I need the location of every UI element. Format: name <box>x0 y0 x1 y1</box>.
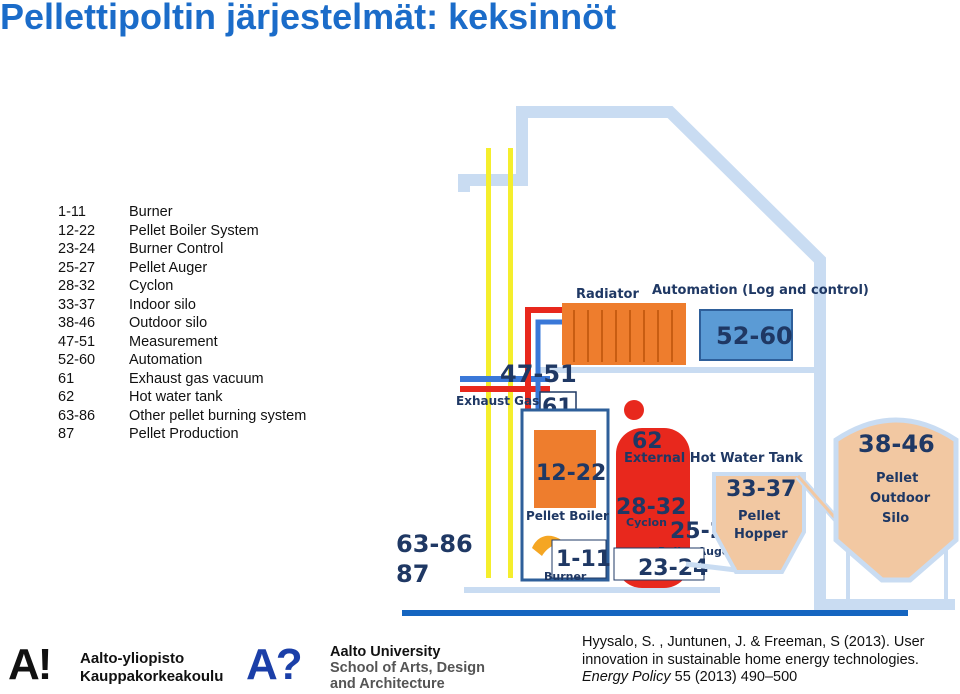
legend-row: 47-51 Measurement <box>58 333 388 352</box>
legend-label: Exhaust gas vacuum <box>129 370 264 387</box>
legend-code: 61 <box>58 370 75 387</box>
legend-row: 62 Hot water tank <box>58 388 388 407</box>
logo-line-2: Kauppakorkeakoulu <box>80 668 224 685</box>
logo-line-3: and Architecture <box>330 676 445 692</box>
pellet-hopper <box>712 472 806 574</box>
legend-code: 87 <box>58 426 75 442</box>
outdoor-silo <box>833 417 959 583</box>
legend-code: 12-22 <box>58 222 96 239</box>
logo-line-1: Aalto University <box>330 644 441 660</box>
hopper-label-1: Pellet <box>738 509 780 524</box>
legend-code: 47-51 <box>58 333 96 350</box>
legend-code: 62 <box>58 389 75 405</box>
footer-divider <box>402 610 908 616</box>
legend-row: 87 Pellet Production <box>58 425 388 444</box>
burner-label: Burner <box>544 570 587 583</box>
legend-row: 25-27 Pellet Auger <box>58 259 388 278</box>
logo-mark-q: A? <box>246 640 303 689</box>
cyclon-code: 28-32 <box>616 495 686 520</box>
citation-line-1: Hyysalo, S. , Juntunen, J. & Freeman, S … <box>582 634 925 650</box>
legend-label: Pellet Auger <box>129 259 208 276</box>
radiator <box>562 303 686 365</box>
logo-line-2: School of Arts, Design <box>330 660 485 676</box>
legend-label: Automation <box>129 352 203 368</box>
exhaust-pipe <box>460 386 550 392</box>
other-systems-code: 63-86 <box>396 530 473 558</box>
legend-label: Cyclon <box>129 278 174 294</box>
cyclon-label: Cyclon <box>626 516 667 529</box>
legend-row: 38-46 Outdoor silo <box>58 314 388 333</box>
logo-mark-a: A! <box>8 640 52 689</box>
legend-row: 33-37 Indoor silo <box>58 296 388 315</box>
pellet-boiler <box>534 430 596 508</box>
legend-label: Hot water tank <box>129 389 223 405</box>
hopper-label-2: Hopper <box>734 527 788 542</box>
legend-label: Burner Control <box>129 241 224 257</box>
legend-row: 12-22 Pellet Boiler System <box>58 222 388 241</box>
legend-code: 1-11 <box>58 204 86 220</box>
legend-label: Burner <box>129 204 173 220</box>
radiator-label: Radiator <box>576 287 639 302</box>
citation-line-3: Energy Policy 55 (2013) 490–500 <box>582 669 958 687</box>
legend-code: 52-60 <box>58 352 96 368</box>
control-code: 23-24 <box>638 556 708 581</box>
aalto-university-logo: A? Aalto University School of Arts, Desi… <box>246 640 506 694</box>
silo-code: 38-46 <box>858 430 935 458</box>
heating-system-diagram: Radiator Automation (Log and control) 52… <box>396 106 959 610</box>
aalto-yliopisto-logo: A! Aalto-yliopisto Kauppakorkeakoulu <box>8 640 238 694</box>
tank-label: External Hot Water Tank <box>624 451 803 466</box>
house-outline <box>458 106 955 610</box>
auger-pipe <box>685 561 737 573</box>
burner-code: 1-11 <box>556 547 611 572</box>
production-code: 87 <box>396 560 429 588</box>
legend-row: 52-60 Automation <box>58 351 388 370</box>
legend-label: Pellet Boiler System <box>129 222 259 239</box>
legend-code: 63-86 <box>58 407 96 424</box>
legend-row: 23-24 Burner Control <box>58 240 388 259</box>
exhaust-pipe <box>460 376 550 382</box>
legend-row: 61 Exhaust gas vacuum <box>58 370 388 389</box>
tank-valve <box>624 400 644 420</box>
chimney-pipe <box>508 148 513 578</box>
boiler-code: 12-22 <box>536 461 606 486</box>
logo-line-1: Aalto-yliopisto <box>80 650 185 667</box>
automation-box <box>699 309 793 361</box>
citation-line-2: innovation in sustainable home energy te… <box>582 651 919 668</box>
tank-code: 62 <box>632 429 663 454</box>
legend-code: 38-46 <box>58 315 96 331</box>
legend-row: 28-32 Cyclon <box>58 277 388 296</box>
cold-water-pipe <box>535 319 570 430</box>
page-title: Pellettipoltin järjestelmät: keksinnöt <box>0 0 617 37</box>
legend-label: Pellet Production <box>129 426 239 442</box>
citation-volume: 55 (2013) 490–500 <box>670 669 798 685</box>
automation-label: Automation (Log and control) <box>652 283 869 298</box>
legend-code: 25-27 <box>58 259 96 276</box>
exhaust-gas-label: Exhaust Gas <box>456 394 539 408</box>
silo-label-2: Outdoor <box>870 491 931 506</box>
burner-box <box>551 539 607 579</box>
legend-label: Indoor silo <box>129 296 196 313</box>
measurement-code: 47-51 <box>500 360 577 388</box>
citation-journal: Energy Policy <box>582 669 671 685</box>
legend-row: 63-86 Other pellet burning system <box>58 407 388 426</box>
boiler-label: Pellet Boiler <box>526 509 609 523</box>
silo-label-3: Silo <box>882 511 909 526</box>
invention-legend: 1-11 Burner 12-22 Pellet Boiler System 23-… <box>58 203 388 444</box>
automation-code: 52-60 <box>716 322 793 350</box>
legend-code: 23-24 <box>58 241 96 257</box>
hot-water-pipe <box>525 307 570 430</box>
citation: Hyysalo, S. , Juntunen, J. & Freeman, S … <box>582 634 958 687</box>
chimney-pipe <box>486 148 491 578</box>
legend-row: 1-11 Burner <box>58 203 388 222</box>
legend-code: 28-32 <box>58 278 96 294</box>
hopper-code: 33-37 <box>726 477 796 502</box>
legend-label: Measurement <box>129 333 218 350</box>
legend-code: 33-37 <box>58 296 96 313</box>
legend-label: Outdoor silo <box>129 315 208 331</box>
legend-label: Other pellet burning system <box>129 407 307 424</box>
silo-label-1: Pellet <box>876 471 918 486</box>
